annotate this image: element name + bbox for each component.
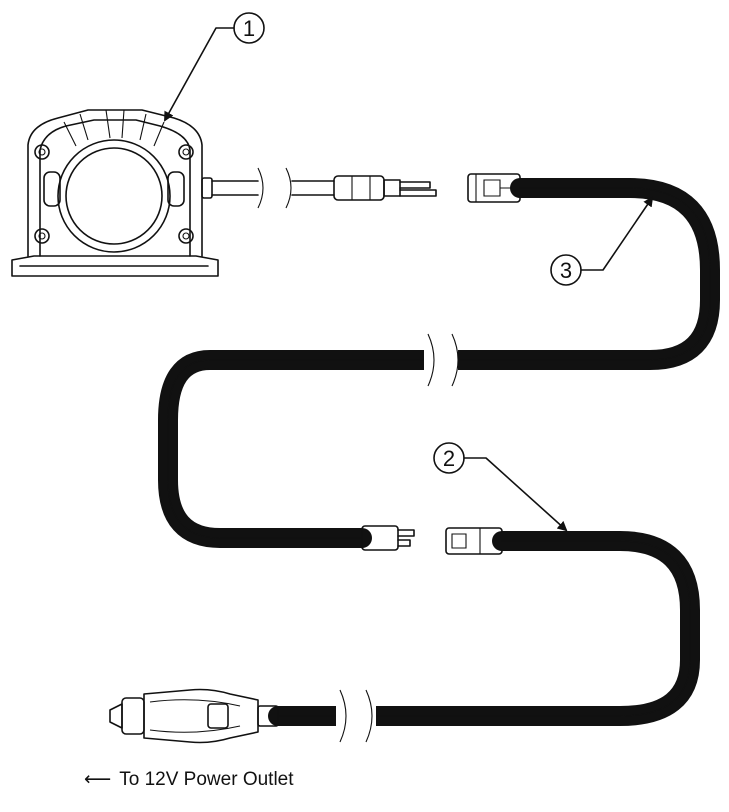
left-arrow-icon: ⟵	[84, 768, 112, 790]
power-cord	[268, 527, 700, 743]
callout-3-label: 3	[560, 258, 572, 283]
motor-device	[11, 109, 219, 277]
callout-3: 3	[550, 196, 654, 286]
power-outlet-caption: ⟵ To 12V Power Outlet	[84, 768, 294, 791]
device-cable	[211, 167, 437, 209]
caption-text: To 12V Power Outlet	[119, 769, 294, 790]
lighter-plug	[109, 688, 279, 744]
callout-2-label: 2	[443, 446, 455, 471]
callout-1-label: 1	[243, 16, 255, 41]
extension-connector-male	[361, 525, 399, 551]
extension-cable	[158, 173, 720, 551]
callout-2: 2	[433, 442, 568, 532]
callout-1: 1	[164, 12, 265, 122]
